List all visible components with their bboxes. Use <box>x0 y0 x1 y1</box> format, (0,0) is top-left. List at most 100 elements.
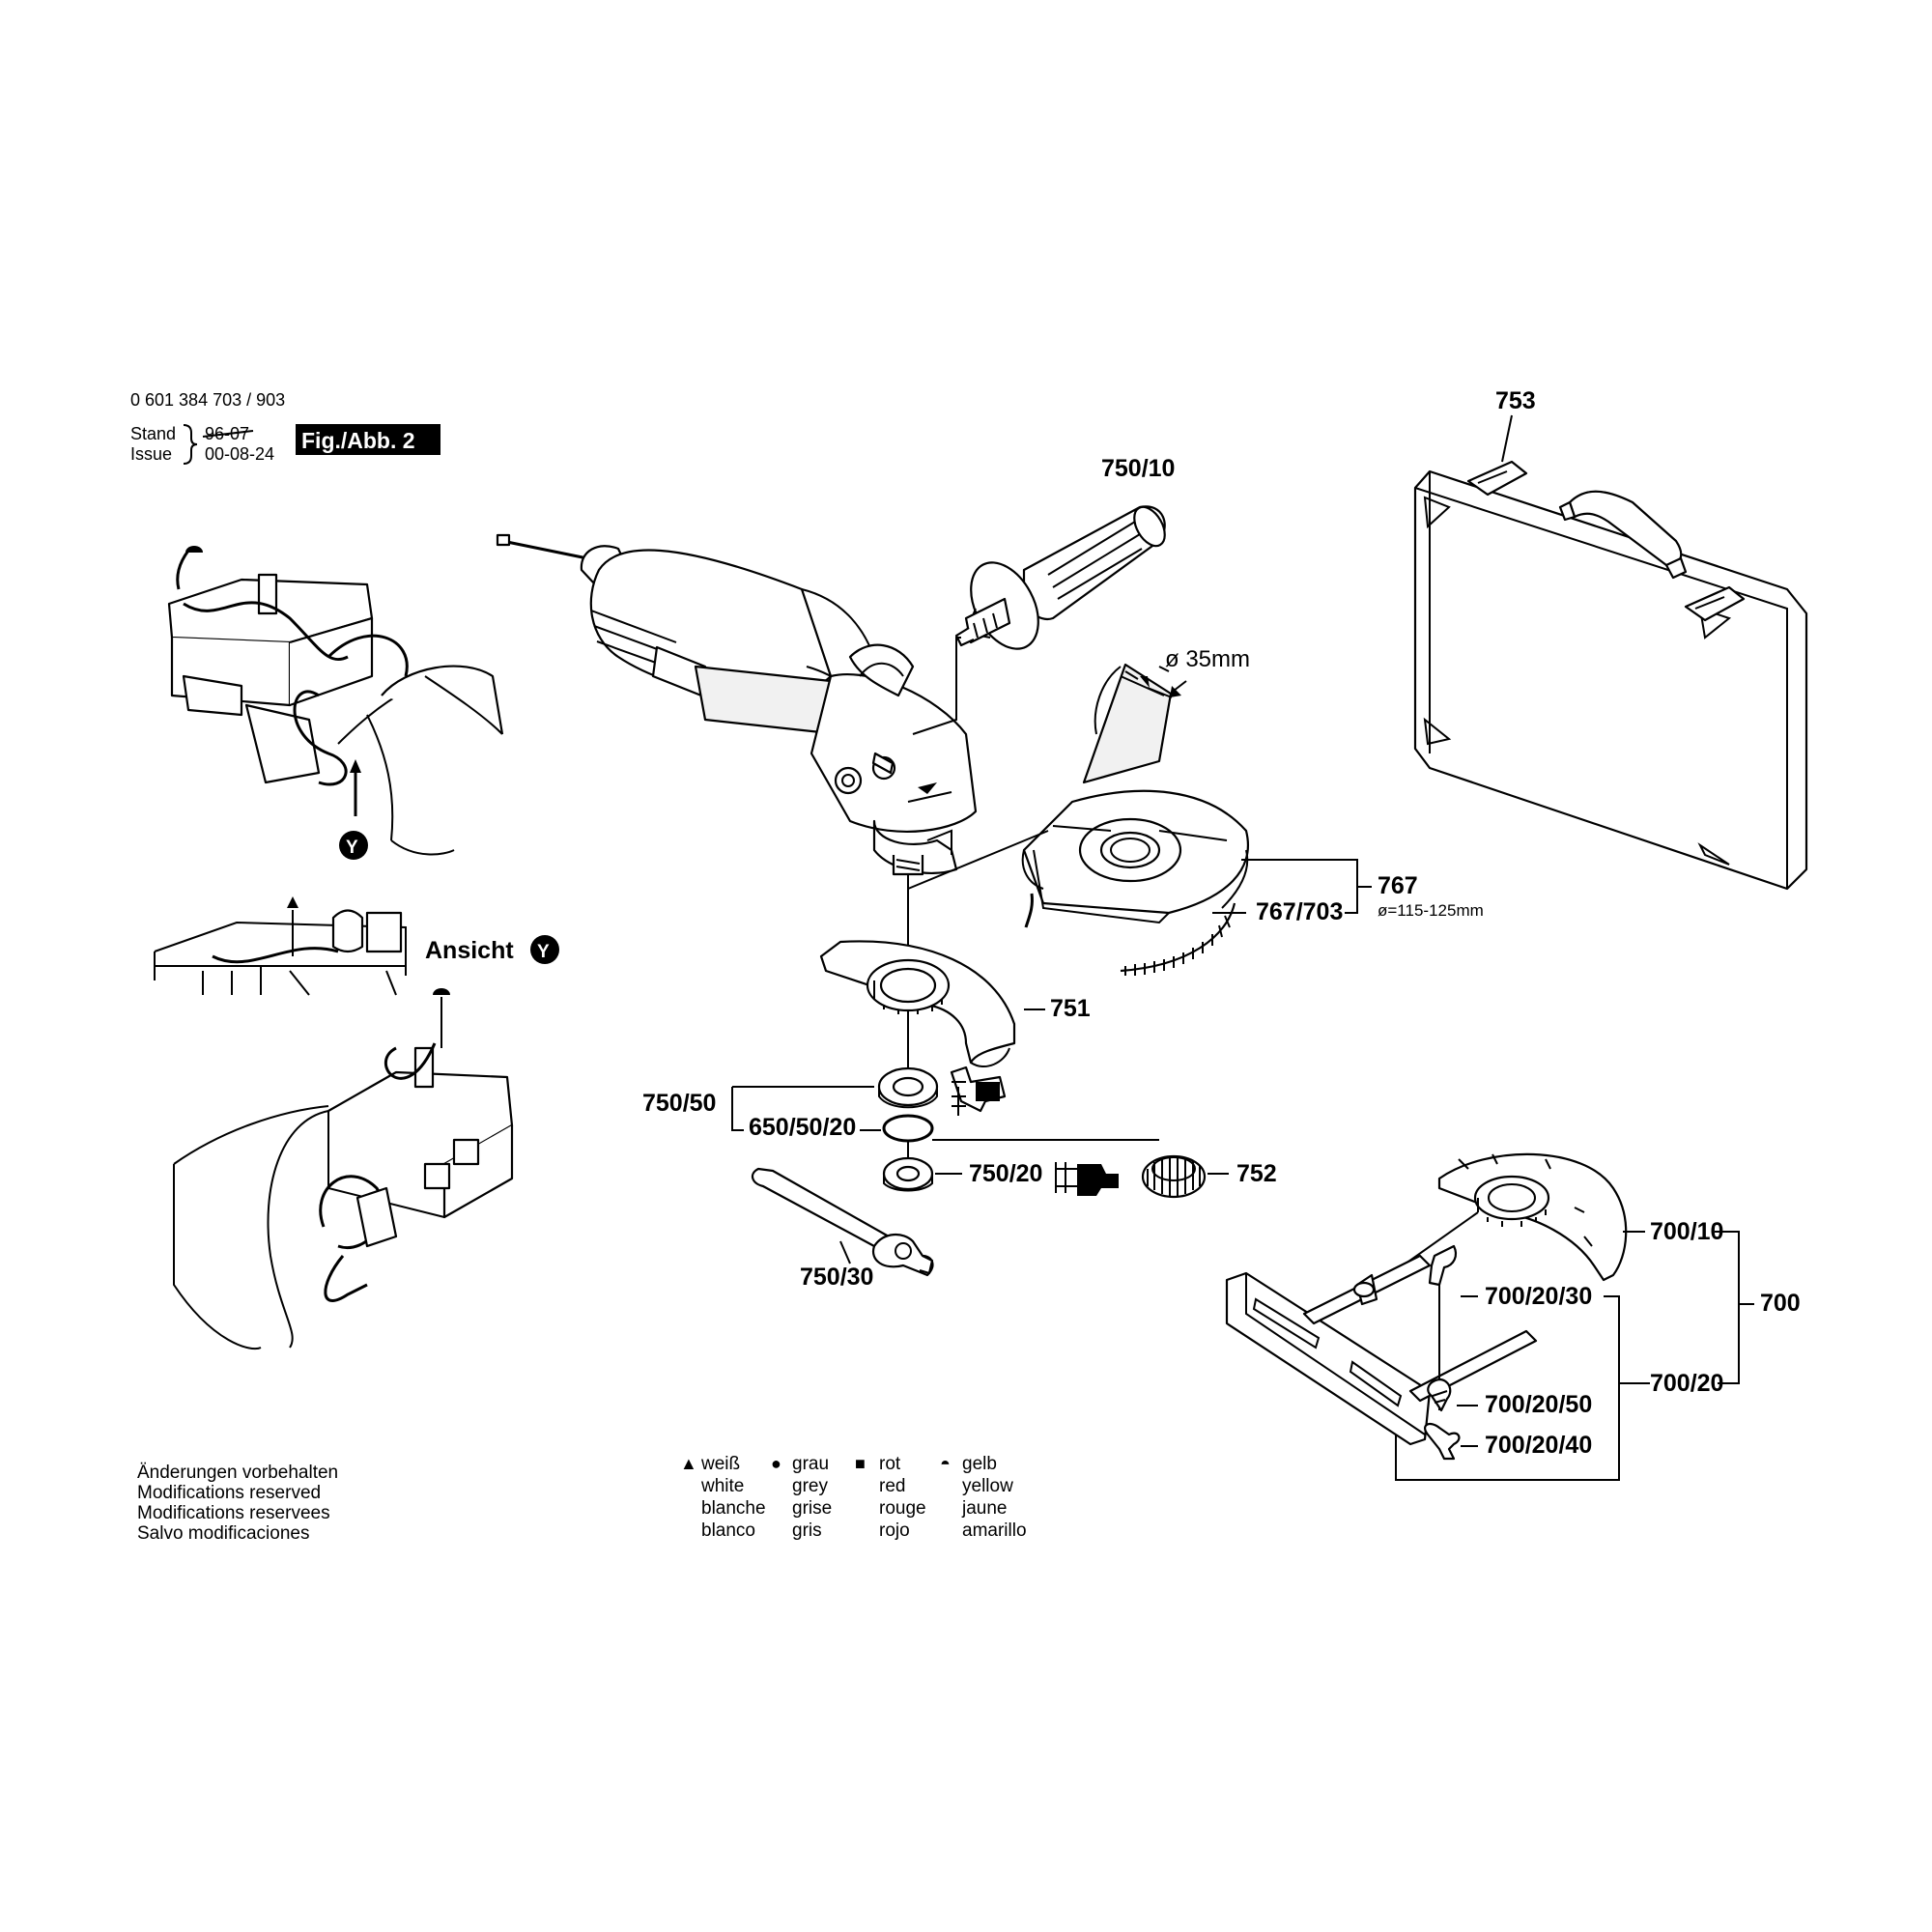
white-marker-icon <box>287 896 298 908</box>
extraction-guard-label: 767 <box>1378 872 1418 899</box>
gear-head <box>810 673 978 833</box>
wing-nut-label: 700/20/40 <box>1485 1432 1592 1459</box>
flange-parts: 750/50 650/50/20 750/20 752 <box>642 1065 1277 1199</box>
yellow-half-circle-icon: ◓ <box>940 1454 951 1473</box>
guard-label: 751 <box>1050 995 1091 1022</box>
grey-circle-icon: ● <box>771 1454 781 1473</box>
750-50-bracket <box>731 1086 874 1131</box>
red-square-icon: ■ <box>855 1454 866 1473</box>
view-label: Ansicht <box>425 937 514 964</box>
lock-washer-700-20-50 <box>1427 1378 1452 1412</box>
rotation-arrow-icon <box>918 782 937 794</box>
spanner-label: 750/30 <box>800 1264 873 1291</box>
legend-yellow: ◓ gelb yellow jaune amarillo <box>940 1454 1027 1541</box>
extraction-guard-range: ø=115-125mm <box>1378 901 1484 920</box>
note-line: Salvo modificaciones <box>137 1523 309 1544</box>
note-line: Modifications reservees <box>137 1503 330 1523</box>
legend-text: rojo <box>879 1520 910 1541</box>
legend-text: grey <box>792 1476 828 1496</box>
side-handle: 750/10 <box>912 455 1175 735</box>
part-number: 0 601 384 703 / 903 <box>130 390 285 410</box>
legend-text: rot <box>879 1454 901 1474</box>
legend-text: blanche <box>701 1498 766 1519</box>
legend-white: ▲ weiß white blanche blanco <box>680 1454 766 1541</box>
brace-icon <box>183 424 198 465</box>
stand-label: Stand <box>130 424 176 443</box>
flange-detail-icon <box>1077 1164 1119 1196</box>
extraction-guard-sub-label: 767/703 <box>1256 898 1343 925</box>
carrying-case: 753 <box>1413 387 1808 891</box>
view-marker: Y <box>537 942 550 962</box>
guard: 751 <box>819 874 1091 1067</box>
legend-text: gris <box>792 1520 822 1541</box>
color-legend: ▲ weiß white blanche blanco ● grau grey … <box>680 1454 1027 1541</box>
note-line: Modifications reserved <box>137 1483 321 1503</box>
case-leader <box>1501 414 1513 463</box>
handle-leader <box>912 637 961 735</box>
case-latch-left <box>1466 460 1528 497</box>
diameter-label: ø 35mm <box>1165 646 1250 672</box>
legend-grey: ● grau grey grise gris <box>771 1454 832 1541</box>
guide-label: 700/20 <box>1650 1370 1723 1397</box>
quick-nut-752 <box>1141 1154 1207 1199</box>
brush-ring <box>1120 902 1236 973</box>
side-handle-thread-left <box>834 766 863 795</box>
switch-detail-top: Y <box>167 546 504 860</box>
modification-notes: Änderungen vorbehalten Modifications res… <box>137 1463 338 1544</box>
note-line: Änderungen vorbehalten <box>137 1463 338 1483</box>
arrow-up-icon <box>350 759 361 773</box>
figure-badge <box>296 424 440 455</box>
legend-text: weiß <box>700 1454 740 1474</box>
issue-label: Issue <box>130 444 172 464</box>
header: 0 601 384 703 / 903 Stand Issue 96-07 00… <box>130 390 440 465</box>
cut-guard-label: 700/10 <box>1650 1218 1723 1245</box>
cut-guard-set-label: 700 <box>1760 1290 1801 1317</box>
case-latch-right <box>1684 585 1746 622</box>
o-ring-label: 650/50/20 <box>749 1114 856 1141</box>
view-y-badge <box>530 935 559 964</box>
cut-guard-700-10 <box>1437 1152 1628 1282</box>
switch-detail-bottom <box>173 988 514 1350</box>
legend-text: rouge <box>879 1498 926 1519</box>
extraction-guard: ø 35mm 767 767/703 ø=115-125mm <box>907 646 1484 976</box>
yellow-marker-icon <box>185 546 203 553</box>
flange-set-label: 750/50 <box>642 1090 716 1117</box>
legend-text: grise <box>792 1498 832 1519</box>
o-ring-650-50-20 <box>882 1114 934 1143</box>
yellow-marker-icon-2 <box>433 988 450 995</box>
handle-label: 750/10 <box>1101 455 1175 482</box>
bolt-label: 700/20/30 <box>1485 1283 1592 1310</box>
y-marker-badge <box>339 831 368 860</box>
700-bracket <box>1715 1231 1740 1384</box>
700-20-bracket <box>1395 1295 1620 1481</box>
quick-nut-label: 752 <box>1236 1160 1277 1187</box>
legend-text: blanco <box>701 1520 755 1541</box>
white-triangle-icon: ▲ <box>680 1454 697 1473</box>
lock-washer-label: 700/20/50 <box>1485 1391 1592 1418</box>
strike-line <box>202 430 254 438</box>
issue-date: 00-08-24 <box>205 444 274 464</box>
view-y-detail: Ansicht Y <box>154 896 559 996</box>
power-cord <box>501 539 588 560</box>
extraction-nozzle <box>1082 663 1173 784</box>
spanner: 750/30 <box>751 1167 934 1291</box>
angle-grinder <box>496 533 978 876</box>
figure-label: Fig./Abb. 2 <box>301 428 415 453</box>
legend-text: grau <box>792 1454 829 1474</box>
legend-red: ■ rot red rouge rojo <box>855 1454 926 1541</box>
bolt-700-20-30 <box>1428 1244 1458 1287</box>
spindle <box>892 855 924 876</box>
wing-nut-700-20-40 <box>1424 1422 1461 1461</box>
arrow-marker: Y <box>346 838 358 858</box>
guide-sled <box>1225 1271 1432 1446</box>
legend-text: white <box>700 1476 744 1496</box>
legend-text: gelb <box>962 1454 997 1474</box>
flange-label: 750/20 <box>969 1160 1042 1187</box>
cut-guard-set: 700/10 700/20/30 700/20/50 700/20/40 700… <box>1225 1152 1801 1481</box>
legend-text: amarillo <box>962 1520 1027 1541</box>
legend-text: jaune <box>961 1498 1008 1519</box>
legend-text: yellow <box>962 1476 1013 1496</box>
case-label: 753 <box>1495 387 1536 414</box>
dimension-arrows-icon <box>1140 676 1181 697</box>
